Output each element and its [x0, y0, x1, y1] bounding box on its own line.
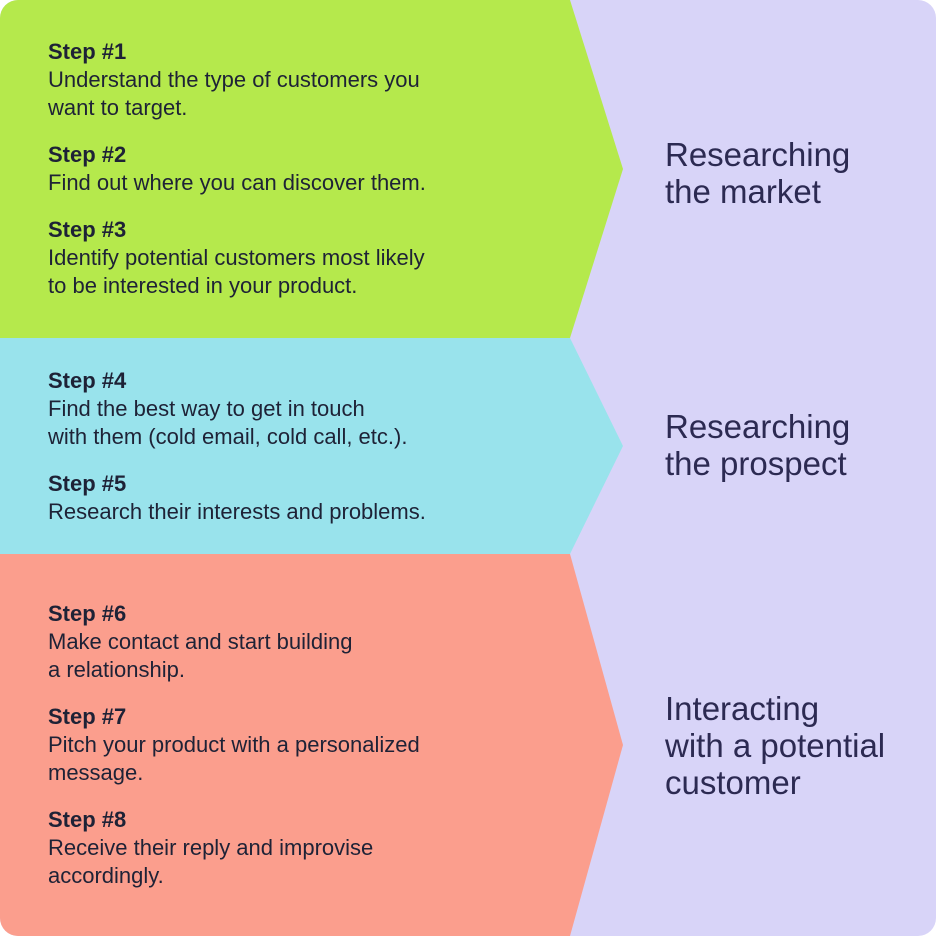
- step-1-text-line: want to target.: [48, 95, 188, 120]
- phase-label-interacting-with-customer: Interacting with a potential customer: [665, 690, 925, 801]
- step-5-text-line: Research their interests and problems.: [48, 498, 426, 524]
- step-8-heading: Step #8: [48, 807, 127, 832]
- phase-label-researching-the-prospect: Researching the prospect: [665, 408, 925, 482]
- step-8-text-line: accordingly.: [48, 863, 164, 888]
- step-7-heading: Step #7: [48, 704, 127, 729]
- phase-label-line: Researching: [665, 408, 851, 445]
- step-2-group: Step #2 Find out where you can discover …: [48, 141, 553, 197]
- chevron-block-researching-the-prospect: Step #4 Find the best way to get in touc…: [0, 338, 623, 554]
- phase-label-line: the prospect: [665, 445, 847, 482]
- step-6-heading: Step #6: [48, 601, 127, 626]
- phase-label-line: the market: [665, 173, 821, 210]
- step-4-group: Step #4 Find the best way to get in touc…: [48, 367, 553, 451]
- step-3-heading: Step #3: [48, 217, 127, 242]
- step-5-group: Step #5 Research their interests and pro…: [48, 470, 553, 526]
- chevron-block-interacting-with-customer: Step #6 Make contact and start building …: [0, 554, 623, 936]
- step-1-group: Step #1 Understand the type of customers…: [48, 38, 553, 122]
- step-3-text-line: Identify potential customers most likely: [48, 245, 425, 270]
- phase-label-line: with a potential: [665, 727, 886, 764]
- step-7-group: Step #7 Pitch your product with a person…: [48, 703, 553, 787]
- phase-label-line: customer: [665, 764, 801, 801]
- step-7-text-line: message.: [48, 760, 144, 785]
- step-4-text-line: with them (cold email, cold call, etc.).: [48, 423, 408, 449]
- step-1-heading: Step #1: [48, 39, 127, 64]
- step-8-text-line: Receive their reply and improvise: [48, 835, 374, 860]
- chevron-block-researching-the-market: Step #1 Understand the type of customers…: [0, 0, 623, 338]
- step-6-group: Step #6 Make contact and start building …: [48, 600, 553, 684]
- step-4-text-line: Find the best way to get in touch: [48, 395, 365, 421]
- phase-label-line: Researching: [665, 136, 851, 173]
- step-8-group: Step #8 Receive their reply and improvis…: [48, 806, 553, 890]
- phase-label-researching-the-market: Researching the market: [665, 136, 925, 210]
- step-6-text-line: Make contact and start building: [48, 629, 353, 654]
- step-7-text-line: Pitch your product with a personalized: [48, 732, 420, 757]
- step-3-text-line: to be interested in your product.: [48, 273, 358, 298]
- step-5-heading: Step #5: [48, 470, 127, 496]
- step-2-heading: Step #2: [48, 142, 127, 167]
- step-4-heading: Step #4: [48, 367, 127, 393]
- step-2-text-line: Find out where you can discover them.: [48, 170, 426, 195]
- step-1-text-line: Understand the type of customers you: [48, 67, 420, 92]
- step-3-group: Step #3 Identify potential customers mos…: [48, 216, 553, 300]
- phase-label-line: Interacting: [665, 690, 820, 727]
- step-6-text-line: a relationship.: [48, 657, 185, 682]
